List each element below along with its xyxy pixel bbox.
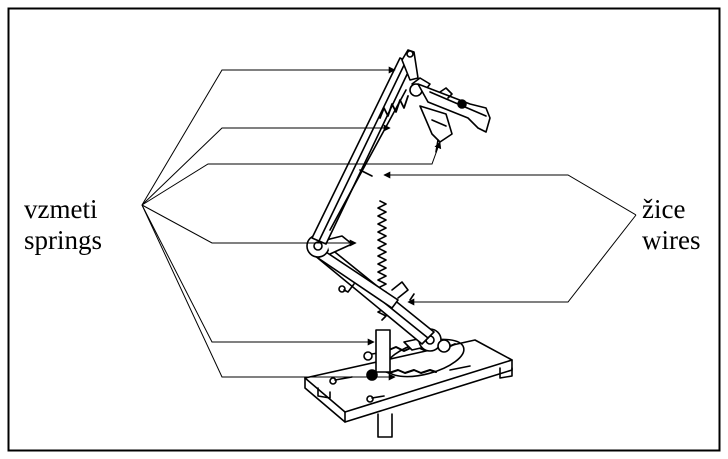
lamp-head (417, 83, 491, 153)
springs-label-slovene: vzmeti (24, 194, 97, 224)
wires-label-slovene: žice (642, 194, 685, 224)
desk-lamp-illustration (304, 49, 513, 438)
diagram-frame (7, 7, 721, 452)
springs-leader-1 (141, 66, 396, 206)
springs-label-english: springs (24, 225, 102, 255)
head-bracket (379, 49, 431, 119)
wires-leader-3 (407, 214, 637, 306)
springs-leader-4 (141, 204, 375, 346)
springs-leader-5 (141, 204, 396, 381)
lower-parallel-bar (317, 251, 415, 309)
wires-leader-1 (141, 141, 442, 206)
wires-leader-lines (141, 141, 637, 306)
wires-leader-2 (383, 171, 637, 216)
upper-arm (311, 57, 413, 245)
springs-leader-lines (141, 66, 396, 381)
wires-label-english: wires (642, 225, 700, 255)
springs-leader-2 (141, 124, 391, 206)
springs-leader-3 (141, 204, 357, 247)
